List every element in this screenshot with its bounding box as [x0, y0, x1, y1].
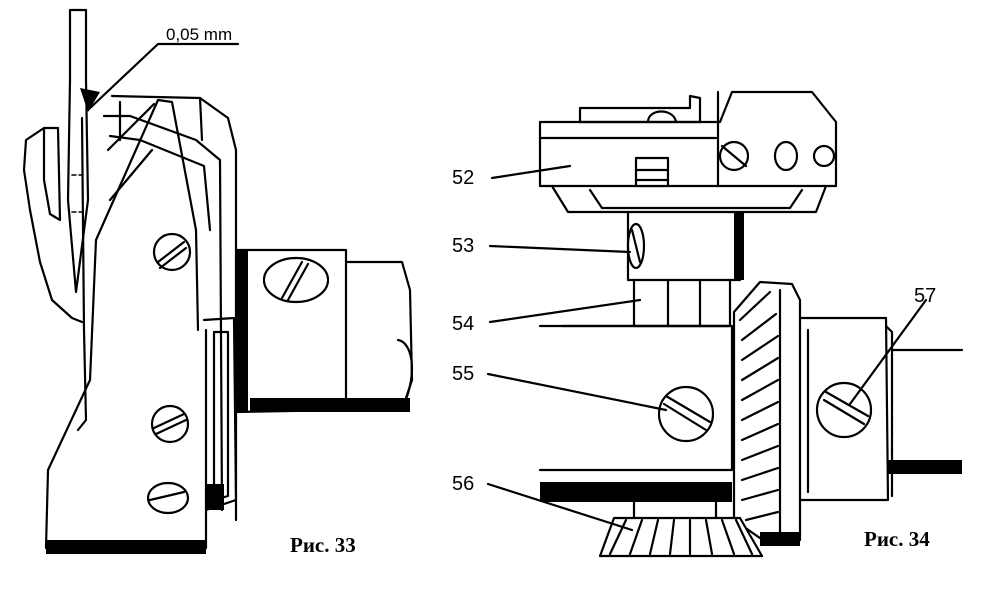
- needle: [66, 8, 90, 294]
- main-block: [538, 324, 734, 472]
- leader-54: [488, 298, 642, 324]
- callout-55: 55: [452, 363, 474, 385]
- dimension-label: 0,05 mm: [166, 25, 232, 44]
- blade-point: [94, 98, 200, 332]
- body-plate: [44, 238, 208, 550]
- leader-57: [848, 298, 928, 406]
- dimension-leader: [86, 42, 240, 112]
- figure-34-drawing: [486, 90, 964, 558]
- callout-56: 56: [452, 473, 474, 495]
- figure-34-caption: Рис. 34: [864, 527, 930, 551]
- figure-33-caption: Рис. 33: [290, 533, 356, 557]
- leader-53: [488, 244, 632, 254]
- leader-55: [486, 372, 668, 412]
- part-54-collar: [632, 278, 732, 328]
- leader-56: [486, 482, 634, 532]
- part-57-housing: [798, 316, 890, 502]
- leader-52: [490, 164, 572, 180]
- callout-54: 54: [452, 313, 474, 335]
- looper-left: [22, 126, 84, 324]
- callout-52: 52: [452, 167, 474, 189]
- callout-57: 57: [914, 285, 936, 307]
- callout-53: 53: [452, 235, 474, 257]
